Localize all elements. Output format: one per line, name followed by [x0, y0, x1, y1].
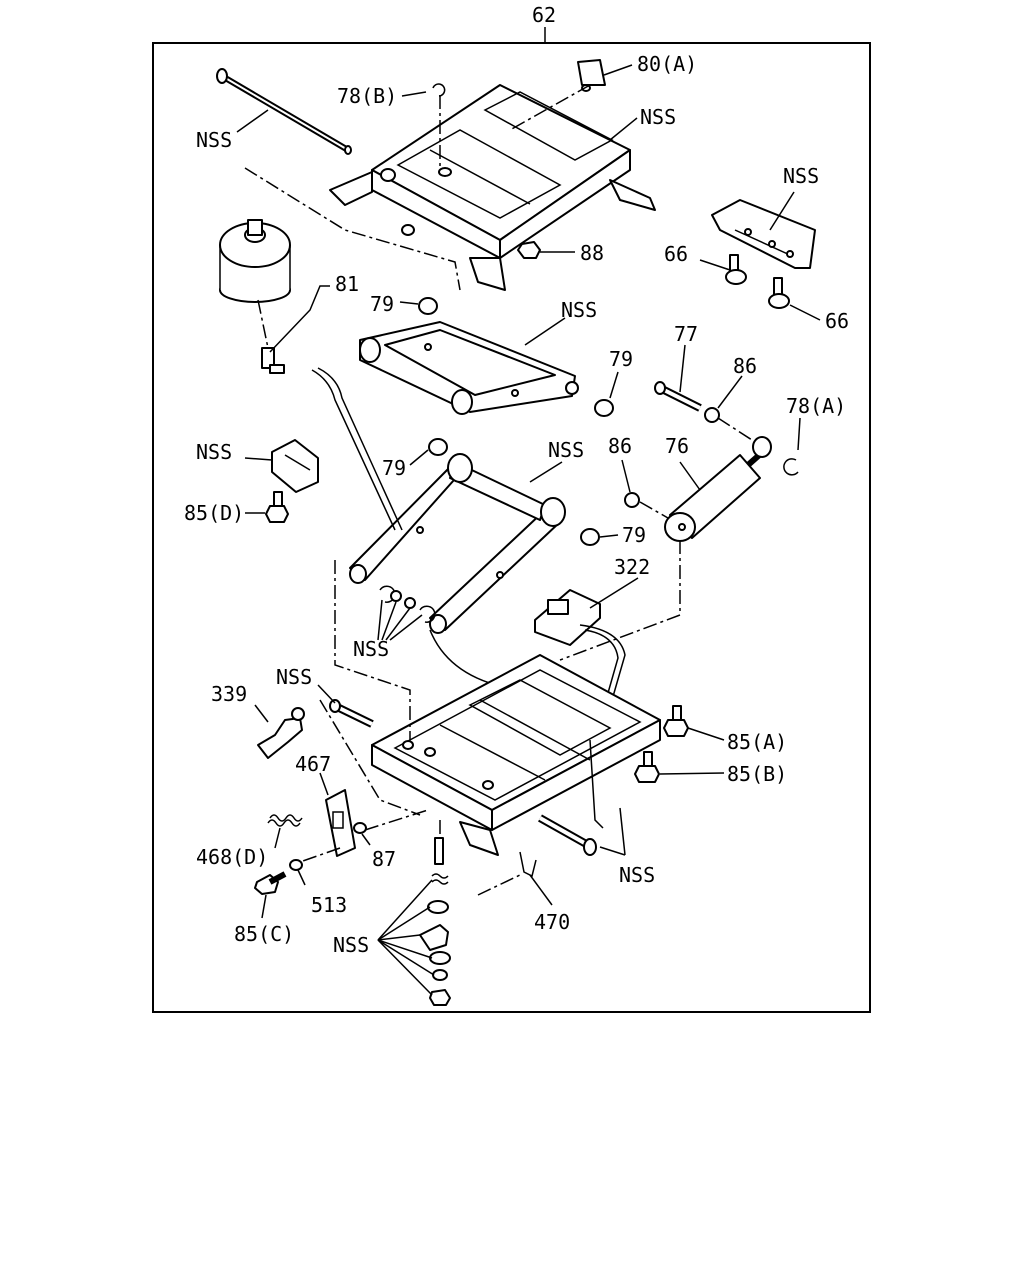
callout-nss-base: NSS [619, 863, 655, 887]
callout-467: 467 [295, 752, 331, 776]
bolt-85b [634, 751, 660, 783]
hardware-stack [419, 837, 451, 1006]
tab-bolt-a [725, 254, 747, 285]
callout-nss-hardware: NSS [333, 933, 369, 957]
washer-87 [353, 822, 367, 834]
bushing-79-d [580, 528, 600, 546]
spring-468d [269, 814, 303, 822]
callout-81: 81 [335, 272, 359, 296]
callout-322: 322 [614, 555, 650, 579]
callout-nss-lower-arm: NSS [548, 438, 584, 462]
callout-78a: 78(A) [786, 394, 846, 418]
callout-85a: 85(A) [727, 730, 787, 754]
tab-bolt-b [768, 277, 790, 309]
callout-339: 339 [211, 682, 247, 706]
bushing-86-a [704, 407, 720, 423]
nut-88 [517, 241, 541, 259]
callout-nss-rod: NSS [196, 128, 232, 152]
callout-nss-top-frame: NSS [640, 105, 676, 129]
callout-85d: 85(D) [184, 501, 244, 525]
washer-513 [289, 859, 303, 871]
diagram-frame [152, 42, 871, 1013]
fitting-339 [257, 707, 305, 759]
air-spring [219, 219, 291, 303]
damper-76 [664, 436, 772, 542]
bolt-85c [254, 871, 287, 895]
clip-bracket [271, 439, 319, 493]
callout-78b: 78(B) [337, 84, 397, 108]
callout-nss-bracket: NSS [783, 164, 819, 188]
lower-rod [538, 814, 597, 856]
control-cable [311, 369, 396, 531]
clip-470 [519, 851, 537, 878]
valve-322 [534, 589, 626, 701]
bushing-79-a [418, 297, 438, 315]
callout-nss-clip: NSS [196, 440, 232, 464]
bushing-86-b [624, 492, 640, 508]
callout-79-c: 79 [382, 456, 406, 480]
callout-nss-upper-arm: NSS [561, 298, 597, 322]
callout-79-d: 79 [622, 523, 646, 547]
lower-scissor-arm [349, 453, 566, 634]
callout-85b: 85(B) [727, 762, 787, 786]
pivot-pin [329, 699, 374, 728]
base-frame [371, 654, 661, 856]
group-number-label: 62 [532, 3, 556, 27]
callout-87: 87 [372, 847, 396, 871]
callout-85c: 85(C) [234, 922, 294, 946]
retaining-rings [379, 585, 436, 623]
callout-nss-rings: NSS [353, 637, 389, 661]
callout-66-b: 66 [825, 309, 849, 333]
callout-88: 88 [580, 241, 604, 265]
callout-77: 77 [674, 322, 698, 346]
air-fitting [261, 347, 285, 374]
bolt-85d [265, 491, 289, 523]
bushing-79-b [594, 399, 614, 417]
bushing-79-c [428, 438, 448, 456]
bolt-85a [663, 705, 689, 737]
upper-seat-frame [329, 59, 656, 291]
callout-66-a: 66 [664, 242, 688, 266]
upper-scissor-arm [359, 321, 579, 415]
circlip-78b [432, 83, 446, 97]
callout-79-a: 79 [370, 292, 394, 316]
callout-470: 470 [534, 910, 570, 934]
bracket [711, 199, 816, 269]
guide-rod [216, 68, 352, 155]
pin-77 [654, 381, 702, 412]
callout-79-b: 79 [609, 347, 633, 371]
callout-80a: 80(A) [637, 52, 697, 76]
callout-86-b: 86 [608, 434, 632, 458]
callout-76: 76 [665, 434, 689, 458]
latch-plate-467 [325, 789, 356, 857]
callout-468d: 468(D) [196, 845, 268, 869]
callout-nss-pin: NSS [276, 665, 312, 689]
circlip-78a [783, 458, 799, 476]
callout-513: 513 [311, 893, 347, 917]
callout-86-a: 86 [733, 354, 757, 378]
